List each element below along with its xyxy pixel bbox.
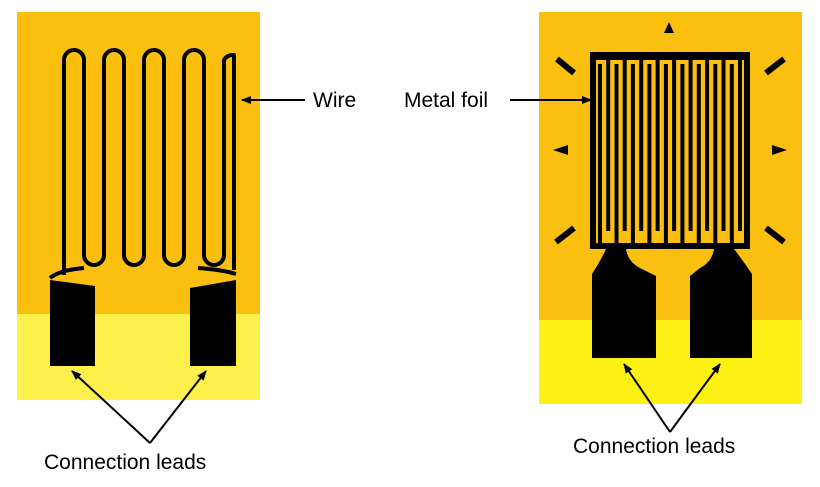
metal-foil-label: Metal foil [404, 89, 489, 112]
wire-label: Wire [313, 89, 357, 112]
foil-grid-strip [729, 64, 734, 245]
foil-grid-bottom-bar [590, 243, 750, 249]
foil-grid-strip [647, 64, 652, 245]
wire-lead-joint-left [48, 266, 85, 280]
alignment-mark-top [664, 22, 674, 33]
alignment-mark-top-left [555, 56, 576, 76]
alignment-mark-bottom-right [764, 225, 786, 245]
annotation-arrows [71, 96, 721, 444]
alignment-mark-top-right [764, 56, 786, 76]
foil-grid-strip [639, 60, 644, 231]
foil-gauge [539, 12, 802, 404]
foil-grid-strip [598, 64, 602, 245]
wire-lead-right [190, 280, 236, 366]
right-lead-arrow-2 [669, 363, 721, 433]
wire-gauge-substrate-orange [17, 12, 260, 318]
foil-grid-strip [738, 60, 742, 231]
wire-lead-joint-right [197, 266, 237, 276]
wire-gauge [17, 12, 260, 400]
left-lead-arrow-1 [71, 370, 151, 444]
connection-leads-left-label: Connection leads [44, 451, 207, 474]
right-lead-arrow-1 [623, 363, 671, 433]
foil-lead-left [592, 249, 656, 358]
foil-grid-strip [630, 64, 635, 245]
foil-grid-strip [721, 60, 726, 231]
foil-grid-strip [680, 64, 685, 245]
foil-grid-strip [606, 60, 611, 231]
foil-grid-strip [688, 60, 693, 231]
foil-grid-strip [696, 64, 701, 245]
alignment-mark-right [772, 145, 787, 155]
foil-gauge-substrate-yellow [539, 320, 802, 404]
foil-grid-strip [663, 64, 668, 245]
foil-grid-strip [713, 64, 718, 245]
foil-grid-lines [598, 60, 742, 245]
foil-grid-strip [655, 60, 660, 231]
foil-grid-strip [622, 60, 627, 231]
foil-gauge-substrate-orange [539, 12, 802, 324]
alignment-mark-left [553, 145, 568, 155]
wire-grid [62, 48, 236, 275]
wire-lead-left [50, 280, 95, 366]
connection-leads-right-label: Connection leads [573, 435, 736, 458]
foil-grid-strip [672, 60, 677, 231]
alignment-mark-bottom-left [554, 225, 576, 245]
left-lead-arrow-2 [149, 370, 207, 444]
foil-grid-strip [614, 64, 619, 245]
foil-lead-right [690, 249, 752, 358]
foil-grid-strip [705, 60, 710, 231]
